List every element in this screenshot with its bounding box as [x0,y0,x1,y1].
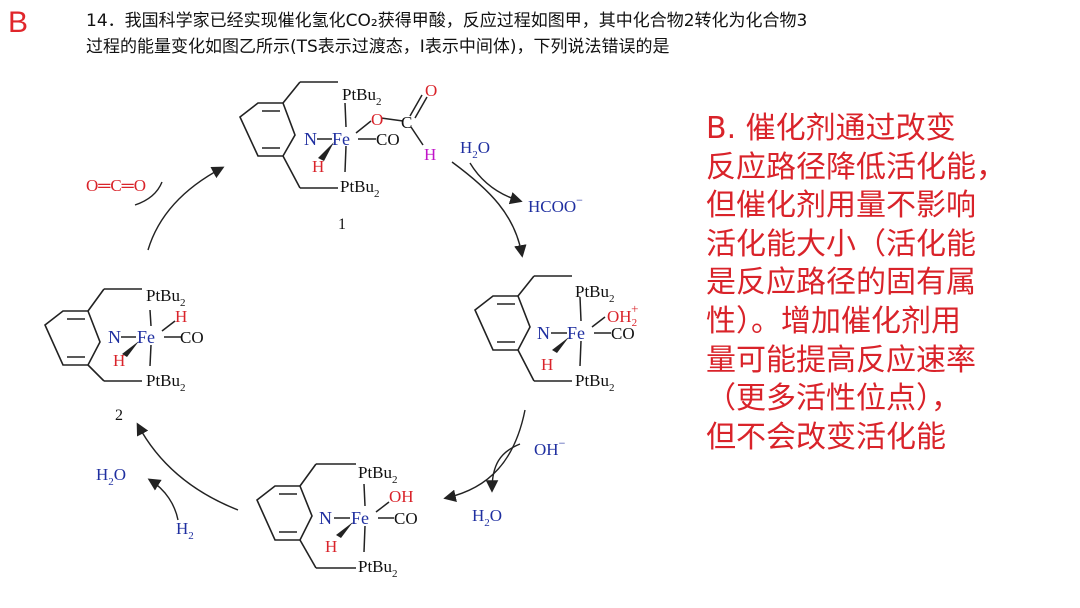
n-atom: N [319,508,332,528]
svg-text:PtBu2: PtBu2 [358,557,398,580]
complex-1: PtBu2 N Fe CO H O C O H PtBu2 1 [239,81,437,233]
question-text: 14．我国科学家已经实现催化氢化CO₂获得甲酸，反应过程如图甲，其中化合物2转化… [86,8,1046,60]
answer-line-1: B. 催化剂通过改变 [706,111,956,146]
ligand-top-label: PtBu [575,282,610,301]
formate-o: O [371,110,383,129]
svg-text:H2O: H2O [460,138,490,161]
water-out-product: H [472,506,484,525]
answer-line-5: 是反应路径的固有属 [706,265,976,301]
n-atom: N [108,327,121,347]
fe-center: Fe [351,508,369,528]
arrow-1-to-aqua [451,161,527,258]
hydride-bottom: H [113,351,125,370]
n-atom: N [304,129,317,149]
hydroxo-ligand: OH [389,487,414,506]
formate-product: HCOO [528,197,576,216]
ligand-top-label: PtBu [146,286,181,305]
water-in-reagent: H [460,138,472,157]
answer-line-3: 但催化剂用量不影响 [706,188,976,224]
svg-text:PtBu2: PtBu2 [358,463,398,486]
co-ligand: CO [376,130,400,149]
arrow-hydroxo-to-2 [136,422,239,511]
svg-text:H2: H2 [176,519,194,542]
co-ligand: CO [394,509,418,528]
n-atom: N [537,323,550,343]
h2-water-arrow [147,478,179,521]
ligand-bottom-label: PtBu [340,177,375,196]
co2-reagent: O═C═O [86,176,146,195]
co2-entry-tail [134,181,163,206]
fe-center: Fe [567,323,585,343]
svg-text:PtBu2: PtBu2 [340,177,380,200]
hydroxide-reagent: OH [534,440,559,459]
answer-line-8: （更多活性位点）， [706,381,961,417]
arrow-2-to-1 [147,166,225,251]
catalytic-cycle-diagram: PtBu2 N Fe CO H O C O H PtBu2 1 PtBu2 N … [44,81,638,580]
svg-text:HCOO−: HCOO− [528,193,583,216]
ligand-bottom-label: PtBu [575,371,610,390]
water-release-arrow [485,443,521,493]
svg-text:OH−: OH− [534,436,566,459]
answer-line-7: 量可能提高反应速率 [706,342,976,378]
fe-center: Fe [137,327,155,347]
h2-reagent: H [176,519,188,538]
aqua-charge: + [631,301,638,316]
formate-release-arrow [469,162,523,205]
formate-c: C [401,113,412,132]
svg-text:H2O: H2O [472,506,502,529]
formate-carbonyl-o: O [425,81,437,100]
ligand-bottom-label: PtBu [358,557,393,576]
option-letter: B [8,6,29,39]
svg-text:OH2+: OH2+ [607,301,638,329]
complex-aqua: PtBu2 N Fe CO OH2+ H PtBu2 [474,275,638,394]
answer-explanation: B. 催化剂通过改变 反应路径降低活化能， 但催化剂用量不影响 活化能大小（活化… [706,110,1051,457]
aqua-ligand: OH [607,307,632,326]
answer-line-2: 反应路径降低活化能， [706,149,1006,185]
compound-2-label: 2 [115,407,123,424]
water-product-left: H [96,465,108,484]
complex-2: PtBu2 N Fe CO H H PtBu2 2 [44,286,204,424]
fe-center: Fe [332,129,350,149]
svg-text:PtBu2: PtBu2 [146,286,186,309]
svg-text:PtBu2: PtBu2 [146,371,186,394]
hydride-top: H [175,307,187,326]
answer-line-6: 性）。增加催化剂用 [706,303,961,339]
hydride: H [312,157,324,176]
svg-text:PtBu2: PtBu2 [575,282,615,305]
question-line-1: 14．我国科学家已经实现催化氢化CO₂获得甲酸，反应过程如图甲，其中化合物2转化… [86,11,808,31]
formate-h: H [424,145,436,164]
svg-text:PtBu2: PtBu2 [575,371,615,394]
question-line-2: 过程的能量变化如图乙所示(TS表示过渡态，I表示中间体)，下列说法错误的是 [86,37,670,57]
hydride: H [325,537,337,556]
compound-1-label: 1 [338,216,346,233]
co-ligand: CO [611,324,635,343]
co-ligand: CO [180,328,204,347]
answer-line-4: 活化能大小（活化能 [706,226,976,262]
ligand-top-label: PtBu [358,463,393,482]
answer-line-9: 但不会改变活化能 [706,419,946,455]
svg-text:H2O: H2O [96,465,126,488]
hydride: H [541,355,553,374]
arrow-aqua-to-hydroxo [443,409,526,502]
ligand-bottom-label: PtBu [146,371,181,390]
ligand-top-label: PtBu [342,85,377,104]
cycle-arrows [134,161,527,521]
svg-text:PtBu2: PtBu2 [342,85,382,108]
complex-hydroxo: PtBu2 N Fe CO OH H PtBu2 [256,463,418,580]
